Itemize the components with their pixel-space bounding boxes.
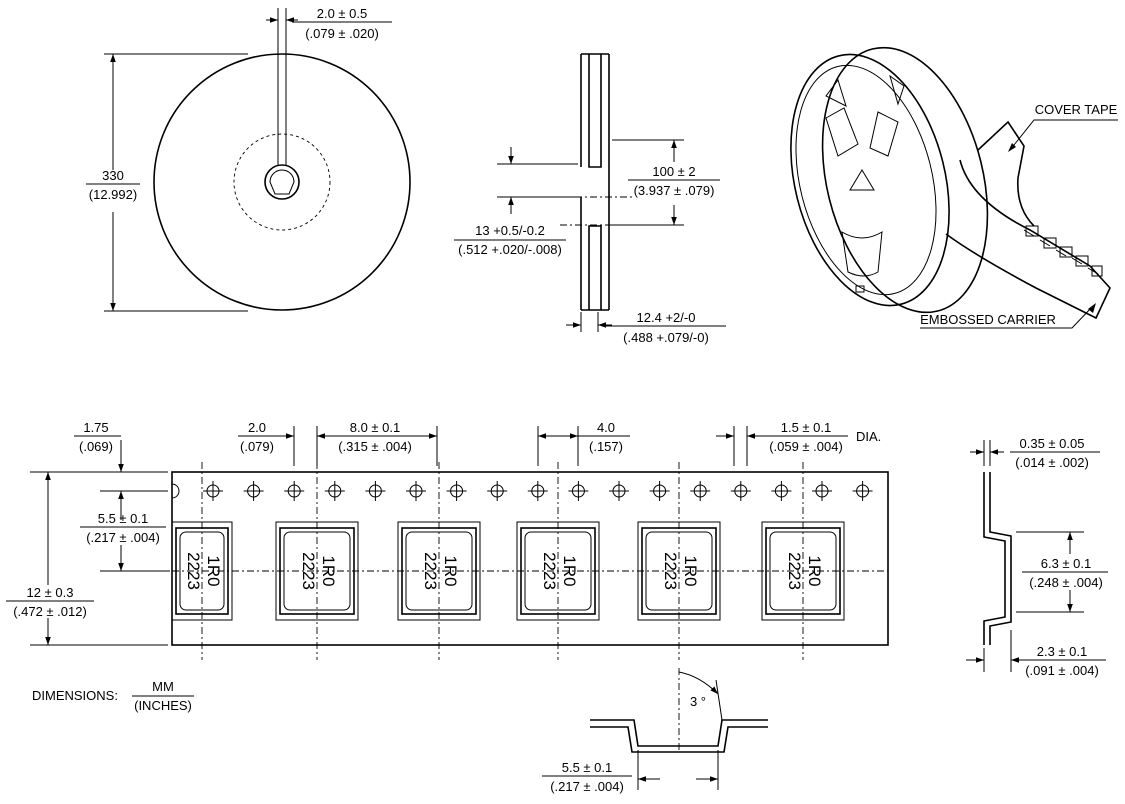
slot-mm: 2.0 ± 0.5: [317, 6, 368, 21]
hole-crosshair: [446, 481, 467, 501]
part-marking-line2: 2223: [661, 552, 680, 590]
tape-profile-view: 0.35 ± 0.05 (.014 ± .002) 6.3 ± 0.1 (.24…: [966, 436, 1108, 678]
reel-3d-view: COVER TAPE EMBOSSED CARRIER: [790, 46, 1118, 329]
part-marking-line1: 1R0: [204, 555, 223, 586]
diameter-in: (12.992): [89, 187, 137, 202]
hole-center-in: (.217 ± .004): [86, 530, 160, 545]
hole-pocket-in: (.079): [240, 439, 274, 454]
hole-crosshair: [690, 481, 711, 501]
hole-pitch-mm: 4.0: [597, 420, 615, 435]
pocket-depth-in: (.091 ± .004): [1025, 663, 1099, 678]
hole-crosshair: [649, 481, 670, 501]
hole-dia-suffix: DIA.: [856, 429, 881, 444]
hole-crosshair: [812, 481, 832, 501]
hole-crosshair: [730, 481, 751, 501]
hole-crosshair: [365, 481, 386, 501]
hole-crosshair: [527, 481, 548, 501]
hub-circle: [233, 133, 331, 231]
hole-crosshair: [852, 481, 873, 501]
hole-crosshair: [487, 481, 508, 501]
hole-crosshair: [609, 481, 629, 501]
part-marking-line1: 1R0: [560, 555, 579, 586]
hole-crosshair: [324, 481, 345, 501]
hole-crosshair: [203, 481, 223, 501]
hole-pitch-in: (.157): [589, 439, 623, 454]
hole-pocket-mm: 2.0: [248, 420, 266, 435]
width-mm: 12.4 +2/-0: [637, 310, 696, 325]
hole-crosshair: [568, 481, 589, 501]
hole-dia-mm: 1.5 ± 0.1: [781, 420, 832, 435]
hub-mm: 100 ± 2: [652, 164, 695, 179]
arbor-mm: 13 +0.5/-0.2: [475, 223, 545, 238]
pitch-mm: 8.0 ± 0.1: [350, 420, 401, 435]
draft-angle: 3 °: [690, 694, 706, 709]
part-marking-line2: 2223: [785, 552, 804, 590]
part-marking-line1: 1R0: [441, 555, 460, 586]
diameter-mm: 330: [102, 168, 124, 183]
pocket-width-in: (.217 ± .004): [550, 779, 624, 794]
pocket-width-mm: 5.5 ± 0.1: [562, 760, 613, 775]
reel-front-view: 2.0 ± 0.5 (.079 ± .020) 330 (12.992): [86, 6, 411, 312]
reel-side-view: 100 ± 2 (3.937 ± .079) 13 +0.5/-0.2 (.51…: [454, 53, 726, 345]
embossed-carrier-label: EMBOSSED CARRIER: [920, 312, 1056, 327]
part-marking-line2: 2223: [540, 552, 559, 590]
part-marking-line2: 2223: [299, 552, 318, 590]
pocket-len-in: (.248 ± .004): [1029, 575, 1103, 590]
hole-dia-in: (.059 ± .004): [769, 439, 843, 454]
part-marking-line1: 1R0: [319, 555, 338, 586]
part-marking-line2: 2223: [184, 552, 203, 590]
legend-in: (INCHES): [134, 698, 192, 713]
hole-crosshair: [284, 481, 305, 501]
thickness-mm: 0.35 ± 0.05: [1020, 436, 1085, 451]
part-marking-line1: 1R0: [681, 555, 700, 586]
pocket-cross-section: 3 ° 5.5 ± 0.1 (.217 ± .004): [542, 668, 768, 794]
hole-crosshair: [771, 481, 792, 501]
pitch-in: (.315 ± .004): [338, 439, 412, 454]
legend-mm: MM: [152, 679, 174, 694]
tape-width-mm: 12 ± 0.3: [27, 585, 74, 600]
cover-tape-label: COVER TAPE: [1035, 102, 1118, 117]
width-in: (.488 +.079/-0): [623, 330, 709, 345]
pocket-depth-mm: 2.3 ± 0.1: [1037, 644, 1088, 659]
part-marking-line2: 2223: [421, 552, 440, 590]
part-marking-line1: 1R0: [805, 555, 824, 586]
arbor-in: (.512 +.020/-.008): [458, 242, 562, 257]
edge-hole-in: (.069): [79, 439, 113, 454]
hub-in: (3.937 ± .079): [634, 183, 715, 198]
reel-outline: [153, 53, 411, 311]
sprocket-holes: [203, 481, 873, 501]
hole-center-mm: 5.5 ± 0.1: [98, 511, 149, 526]
tape-width-in: (.472 ± .012): [13, 604, 87, 619]
hole-crosshair: [243, 481, 264, 501]
edge-hole-mm: 1.75: [83, 420, 108, 435]
thickness-in: (.014 ± .002): [1015, 455, 1089, 470]
pocket-len-mm: 6.3 ± 0.1: [1041, 556, 1092, 571]
legend-label: DIMENSIONS:: [32, 688, 118, 703]
units-legend: DIMENSIONS: MM (INCHES): [32, 679, 194, 713]
arbor-hole: [264, 164, 300, 200]
slot-in: (.079 ± .020): [305, 26, 379, 41]
hole-crosshair: [406, 481, 426, 501]
